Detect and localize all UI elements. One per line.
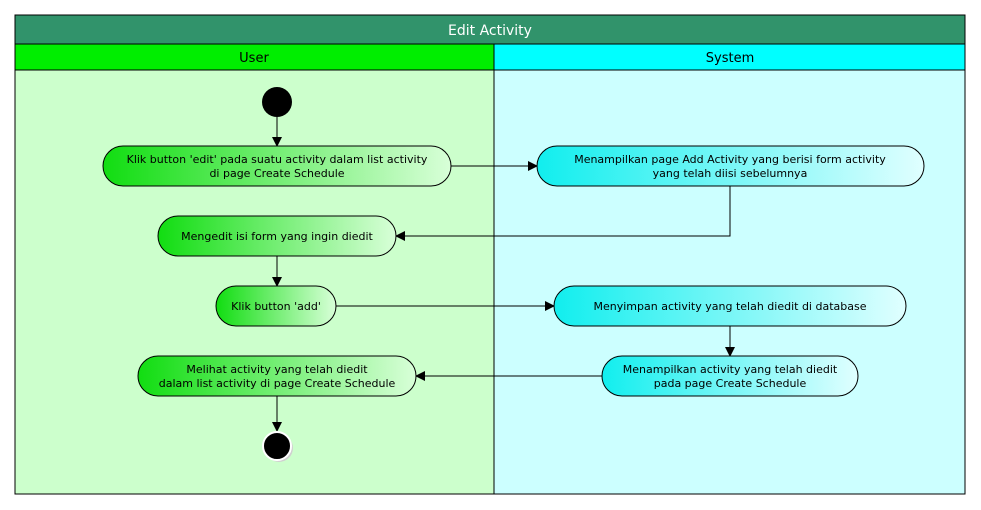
- action-klik-edit-line-1: Klik button 'edit' pada suatu activity d…: [127, 153, 428, 166]
- action-tampil-edited-line-2: pada page Create Schedule: [654, 377, 807, 390]
- action-melihat-line-1: Melihat activity yang telah diedit: [186, 363, 368, 376]
- action-klik-add: Klik button 'add': [215, 285, 337, 327]
- system-lane-title: System: [706, 51, 754, 66]
- user-lane-title: User: [239, 51, 269, 66]
- edges: [272, 117, 735, 432]
- end-node: [262, 431, 293, 462]
- action-menyimpan: Menyimpan activity yang telah diedit di …: [553, 285, 907, 327]
- action-melihat-line-2: dalam list activity di page Create Sched…: [159, 377, 396, 390]
- action-mengedit: Mengedit isi form yang ingin diedit: [157, 215, 397, 257]
- action-klik-add-line-1: Klik button 'add': [231, 300, 321, 313]
- start-node: [262, 87, 292, 117]
- action-melihat: Melihat activity yang telah diedit dalam…: [137, 355, 417, 397]
- user-lane: [14, 69, 495, 495]
- edge-tampil-add-to-mengedit: [395, 186, 731, 241]
- user-lane-header: [14, 43, 495, 71]
- action-klik-edit-line-2: di page Create Schedule: [209, 167, 344, 180]
- diagram-title: Edit Activity: [448, 23, 532, 39]
- action-tampil-edited: Menampilkan activity yang telah diedit p…: [601, 355, 859, 397]
- system-lane-header: [493, 43, 966, 71]
- action-tampil-edited-line-1: Menampilkan activity yang telah diedit: [623, 363, 838, 376]
- action-menyimpan-line-1: Menyimpan activity yang telah diedit di …: [594, 300, 867, 313]
- action-mengedit-line-1: Mengedit isi form yang ingin diedit: [181, 230, 373, 243]
- action-tampil-add-line-1: Menampilkan page Add Activity yang beris…: [574, 153, 886, 166]
- system-lane: [493, 69, 966, 495]
- action-tampil-add-line-2: yang telah diisi sebelumnya: [653, 167, 808, 180]
- diagram-header: [14, 14, 966, 45]
- action-klik-edit: Klik button 'edit' pada suatu activity d…: [102, 145, 452, 187]
- action-tampil-add: Menampilkan page Add Activity yang beris…: [536, 145, 925, 187]
